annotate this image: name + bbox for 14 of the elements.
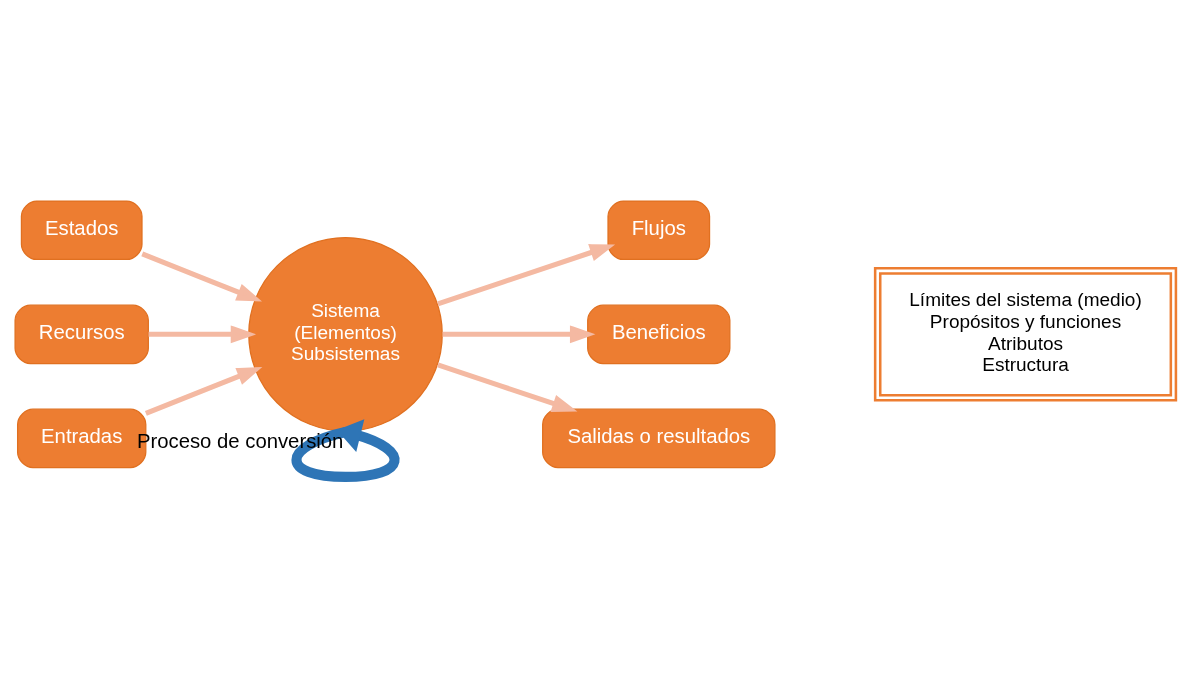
node-box: Beneficios [587,304,731,365]
node-box: Límites del sistema (medio) Propósitos y funciones Atributos Estructura [873,267,1178,402]
node-box: Recursos [14,304,149,365]
arrow [442,325,596,344]
arrow [437,244,616,307]
node-circle: Sistema (Elementos) Subsistemas [248,236,443,432]
node-box: Flujos [607,200,711,261]
node-box: Salidas o resultados [542,408,776,469]
arrow [437,362,578,412]
node-box: Estados [20,200,143,261]
arrow [291,419,400,482]
arrow [144,366,263,416]
arrow [148,325,257,344]
arrow [141,251,263,302]
